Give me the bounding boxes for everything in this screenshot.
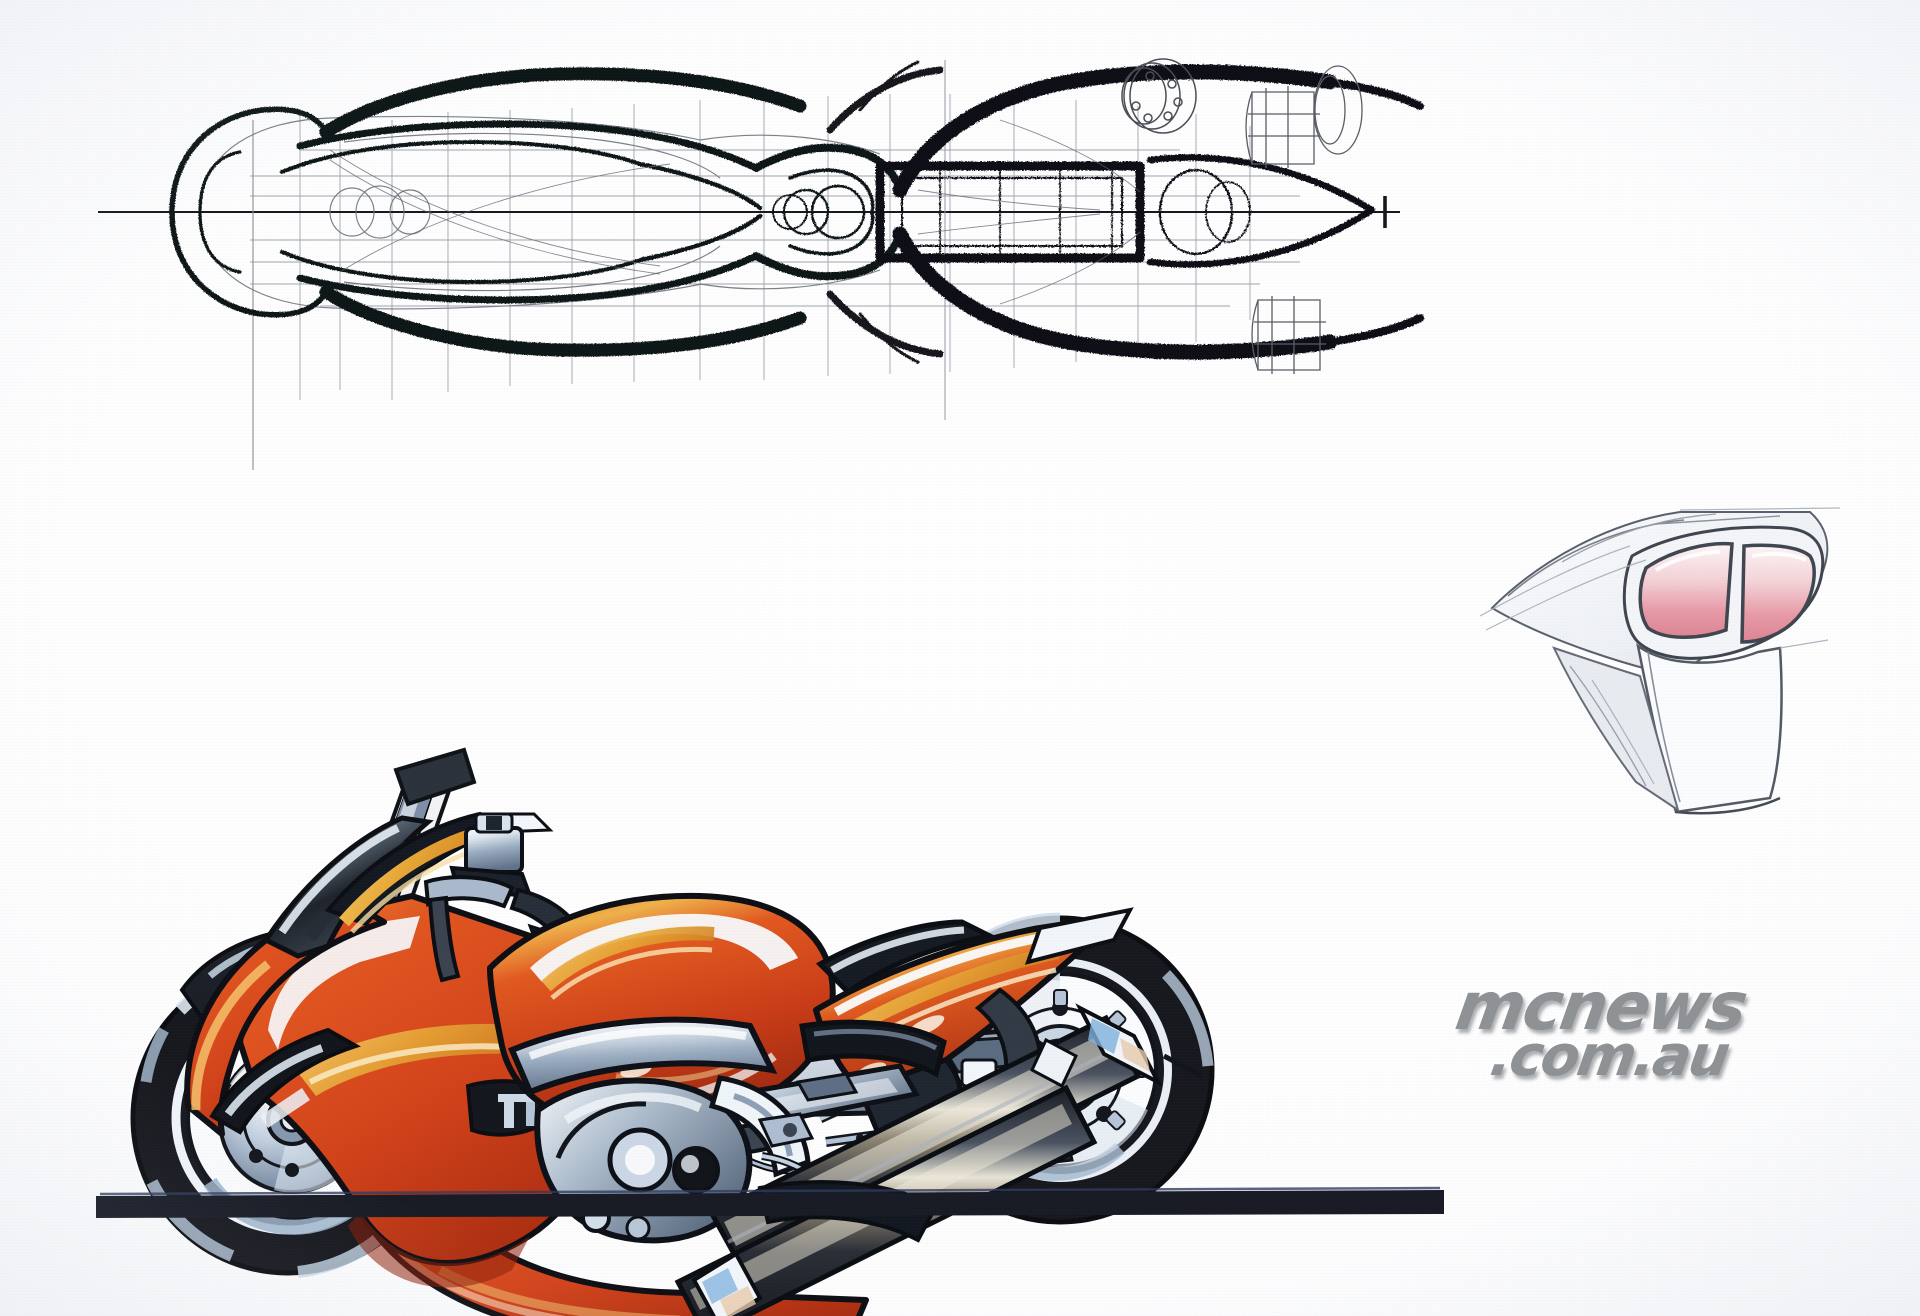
ground-line-layer <box>0 1178 1920 1238</box>
tail-lamp-lens-right <box>1740 543 1816 644</box>
watermark-line-2: .com.au <box>1482 1021 1736 1093</box>
brake-master-cylinder <box>464 826 524 874</box>
plan-mirror-left-icon <box>1121 58 1197 134</box>
rear-suspension <box>799 1019 947 1078</box>
plan-mirror-right-icon <box>1245 65 1363 168</box>
nose-fairing <box>184 905 387 1137</box>
plan-view <box>0 0 1500 470</box>
plan-fairing-outline <box>169 67 807 357</box>
watermark-mcnews: mcnews mcnews .com.au .com.au <box>1447 965 1825 1113</box>
watermark-line-1: mcnews <box>1447 965 1754 1049</box>
tail-lamp-lens-left <box>1638 541 1734 639</box>
headlight <box>209 1027 361 1135</box>
watermark-line-2-fill: .com.au <box>1485 1024 1733 1089</box>
plan-centreline <box>98 196 1400 228</box>
side-elevation-view <box>60 470 1480 1316</box>
tail-sketch-guides <box>1479 507 1841 649</box>
watermark-line-1-fill: mcnews <box>1450 968 1752 1045</box>
plan-seat-outline <box>752 143 904 281</box>
plan-mirror-lower-icon <box>1251 296 1326 374</box>
plan-sketch-hatching <box>329 119 1141 305</box>
tail-light-detail-sketch <box>1479 490 1900 870</box>
plan-handlebar-mirrors <box>826 60 944 364</box>
plan-construction-grid <box>250 94 1310 400</box>
tail-sketch-lower <box>1552 643 1783 815</box>
